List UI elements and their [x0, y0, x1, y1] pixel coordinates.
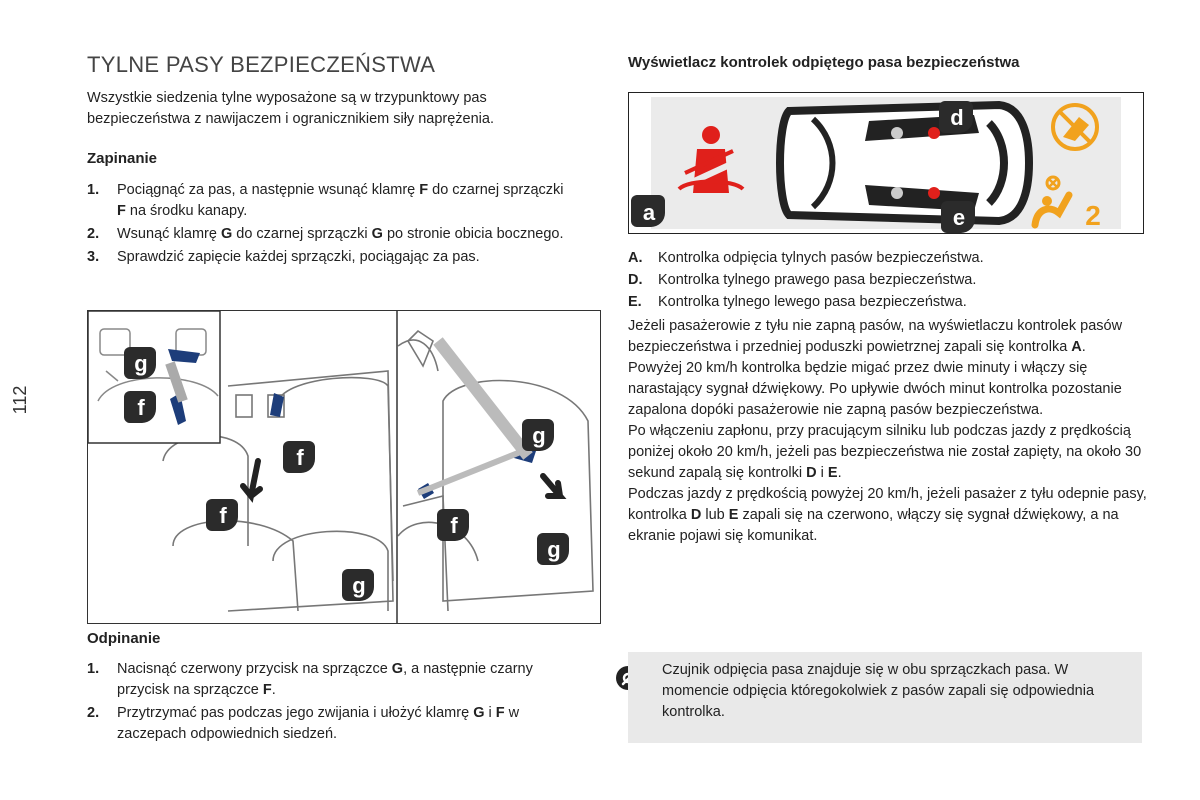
step-text: do czarnej sprzączki	[428, 182, 564, 198]
step-number: 1.	[87, 661, 100, 677]
display-drawing: 2 a d e	[631, 97, 1121, 233]
seatbelt-illustration: g f f f g g f g	[87, 310, 601, 624]
paragraph-text: i	[816, 465, 828, 481]
step-text: .	[271, 682, 276, 698]
paragraph-bold: D	[806, 465, 817, 481]
legend-text: Kontrolka tylnego lewego pasa bezpieczeń…	[658, 294, 967, 310]
step-bold: G	[371, 226, 383, 242]
dashboard-heading: Wyświetlacz kontrolek odpiętego pasa bez…	[628, 54, 1020, 71]
step-text: Nacisnąć czerwony przycisk na sprzączce	[117, 661, 392, 677]
step-number: 3.	[87, 249, 100, 265]
callout-f: f	[137, 395, 145, 420]
step: 1. Nacisnąć czerwony przycisk na sprzączc…	[87, 659, 582, 701]
step-text: Sprawdzić zapięcie każdej sprzączki, poc…	[117, 249, 480, 265]
step: 1. Pociągnąć za pas, a następnie wsunąć k…	[87, 180, 567, 222]
callout-g: g	[547, 537, 560, 562]
paragraph-text: zapali się na czerwono, włączy się sygna…	[628, 507, 1119, 544]
callout-g: g	[532, 423, 545, 448]
paragraph: Powyżej 20 km/h kontrolka będzie migać p…	[628, 358, 1148, 421]
legend-key: D.	[628, 272, 643, 288]
callout-d: d	[950, 105, 963, 130]
legend-key: A.	[628, 250, 643, 266]
step: 2. Przytrzymać pas podczas jego zwijania …	[87, 703, 582, 745]
legend-text: Kontrolka odpięcia tylnych pasów bezpiec…	[658, 250, 984, 266]
intro-paragraph: Wszystkie siedzenia tylne wyposażone są …	[87, 90, 494, 127]
paragraph: Po włączeniu zapłonu, przy pracującym si…	[628, 421, 1148, 484]
airbag-number: 2	[1085, 200, 1101, 231]
seatbelt-warning-icon	[677, 126, 745, 193]
paragraph: Podczas jazdy z prędkością powyżej 20 km…	[628, 484, 1148, 547]
paragraph-text: .	[1081, 339, 1086, 355]
lamp-legend: A. Kontrolka odpięcia tylnych pasów bezpi…	[628, 247, 1148, 313]
paragraph-bold: E	[827, 465, 838, 481]
note-text: Czujnik odpięcia pasa znajduje się w obu…	[662, 662, 1095, 720]
step-text: i	[484, 705, 496, 721]
paragraph-bold: A	[1071, 339, 1082, 355]
airbag-off-icon	[1051, 103, 1099, 151]
paragraph-bold: D	[690, 507, 702, 523]
step-text: Przytrzymać pas podczas jego zwijania i …	[117, 705, 474, 721]
section-title: TYLNE PASY BEZPIECZEŃSTWA	[87, 52, 436, 77]
step-text: na środku kanapy.	[125, 203, 248, 219]
step: 3. Sprawdzić zapięcie każdej sprzączki, p…	[87, 247, 567, 268]
paragraph: Jeżeli pasażerowie z tyłu nie zapną pasó…	[628, 316, 1148, 358]
page-number: 112	[10, 385, 30, 415]
step-number: 2.	[87, 226, 100, 242]
paragraph-text: lub	[701, 507, 729, 523]
callout-g: g	[352, 573, 365, 598]
legend-item: D. Kontrolka tylnego prawego pasa bezpiec…	[628, 269, 1148, 291]
paragraph-text: Jeżeli pasażerowie z tyłu nie zapną pasó…	[628, 318, 1123, 355]
info-note: Czujnik odpięcia pasa znajduje się w obu…	[628, 652, 1142, 743]
step-text: w zaczepach odpowiednich siedzeń.	[117, 705, 520, 742]
unfasten-steps: 1. Nacisnąć czerwony przycisk na sprzączc…	[87, 659, 582, 747]
legend-item: A. Kontrolka odpięcia tylnych pasów bezpi…	[628, 247, 1148, 269]
paragraph-text: .	[837, 465, 842, 481]
step-text: , a następnie czarny przycisk na sprzącz…	[117, 661, 533, 698]
paragraph-text: Powyżej 20 km/h kontrolka będzie migać p…	[628, 360, 1122, 418]
step-number: 1.	[87, 182, 100, 198]
rear-seat-drawing: g f f f g g f g	[87, 310, 594, 623]
step-bold: G	[220, 226, 233, 242]
step-text: do czarnej sprzączki	[232, 226, 372, 242]
step-bold: F	[495, 705, 505, 721]
legend-item: E. Kontrolka tylnego lewego pasa bezpiecz…	[628, 291, 1148, 313]
fasten-steps: 1. Pociągnąć za pas, a następnie wsunąć k…	[87, 180, 567, 270]
callout-f: f	[296, 445, 304, 470]
paragraph-text: Po włączeniu zapłonu, przy pracującym si…	[628, 423, 1142, 481]
step-bold: F	[117, 203, 126, 219]
step-text: po stronie obicia bocznego.	[382, 226, 564, 242]
callout-f: f	[450, 513, 458, 538]
step-bold: G	[473, 705, 485, 721]
step-bold: G	[391, 661, 404, 677]
fasten-heading: Zapinanie	[87, 150, 158, 167]
passenger-airbag-icon: 2	[1031, 175, 1101, 231]
step-bold: F	[419, 182, 429, 198]
callout-g: g	[134, 351, 147, 376]
explanation-paragraphs: Jeżeli pasażerowie z tyłu nie zapną pasó…	[628, 316, 1148, 547]
warning-lamp-display: 2 a d e	[628, 92, 1144, 234]
step-text: Pociągnąć za pas, a następnie wsunąć kla…	[117, 182, 420, 198]
paragraph-text: Podczas jazdy z prędkością powyżej 20 km…	[628, 486, 1147, 523]
step: 2. Wsunąć klamrę G do czarnej sprzączki G…	[87, 224, 567, 245]
legend-text: Kontrolka tylnego prawego pasa bezpiecze…	[658, 272, 977, 288]
unfasten-heading: Odpinanie	[87, 630, 161, 647]
paragraph-bold: E	[728, 507, 739, 523]
step-bold: F	[262, 682, 272, 698]
step-number: 2.	[87, 705, 100, 721]
callout-f: f	[219, 503, 227, 528]
car-outline	[776, 100, 1034, 226]
callout-a: a	[643, 200, 656, 225]
step-text: Wsunąć klamrę	[117, 226, 221, 242]
legend-key: E.	[628, 294, 642, 310]
callout-e: e	[953, 205, 965, 230]
